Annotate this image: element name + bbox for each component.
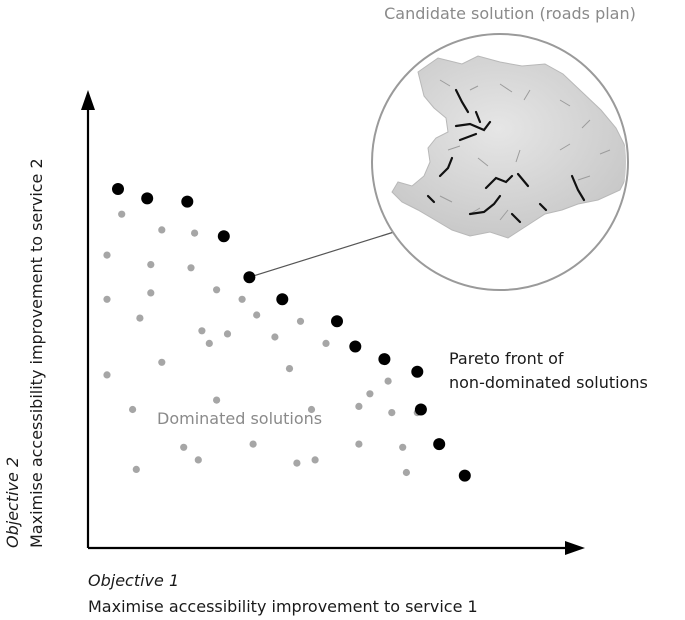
dominated-point [198,327,206,335]
dominated-points [103,210,421,477]
dominated-point [223,330,232,338]
pareto-point [331,315,343,328]
dominated-point [322,339,330,347]
dominated-point [238,295,246,303]
dominated-point [103,371,111,379]
dominated-point [384,377,392,385]
pareto-points [112,183,471,482]
dominated-point [213,396,221,404]
dominated-point [158,226,166,234]
road-segments [426,88,586,224]
dominated-point [271,333,279,341]
pareto-point [349,340,362,353]
pareto-point [243,271,256,284]
dominated-point [187,264,195,272]
dominated-point [180,443,188,451]
dominated-point [285,365,294,373]
dominated-point [103,295,111,303]
dominated-point [129,405,137,414]
dominated-point [194,456,202,464]
y-axis-subtitle: Maximise accessibility improvement to se… [27,158,46,548]
x-axis-arrowhead [565,541,585,555]
dominated-point [311,456,319,464]
pareto-point [112,183,124,195]
pareto-point [378,353,391,366]
region-map [391,55,626,239]
dominated-point [158,358,166,366]
dominated-point [399,443,407,451]
x-axis-title: Objective 1 [88,571,179,590]
dominated-point [253,311,261,319]
dominated-point [402,468,410,477]
pareto-point [458,469,471,482]
callout-line [249,231,395,278]
dominated-solutions-label: Dominated solutions [157,409,322,428]
pareto-point [181,195,194,208]
pareto-point [141,192,154,205]
dominated-point [366,390,374,398]
x-axis-subtitle: Maximise accessibility improvement to se… [88,597,478,616]
pareto-point [217,230,230,243]
dominated-point [118,210,126,218]
dominated-point [103,251,111,259]
dominated-point [132,465,140,473]
pareto-point [276,293,289,306]
pareto-point [414,403,427,416]
dominated-point [147,289,155,297]
dominated-point [296,317,305,325]
dominated-point [213,286,221,294]
candidate-solution-inset [371,33,629,291]
terrain-texture [439,79,611,221]
dominated-point [293,459,301,467]
dominated-point [355,440,363,448]
dominated-point [147,261,155,269]
y-axis-arrowhead [81,90,95,110]
dominated-point [191,229,199,237]
dominated-point [388,409,396,417]
pareto-point [433,438,446,451]
dominated-point [355,402,363,410]
candidate-solution-label: Candidate solution (roads plan) [384,4,636,23]
dominated-point [136,314,144,322]
y-axis-title: Objective 2 [3,457,22,548]
dominated-point [307,405,316,414]
dominated-point [249,440,257,448]
dominated-point [205,339,213,347]
pareto-front-label: Pareto front of [449,349,564,368]
pareto-point [411,365,424,378]
pareto-front-label-line2: non-dominated solutions [449,373,648,392]
